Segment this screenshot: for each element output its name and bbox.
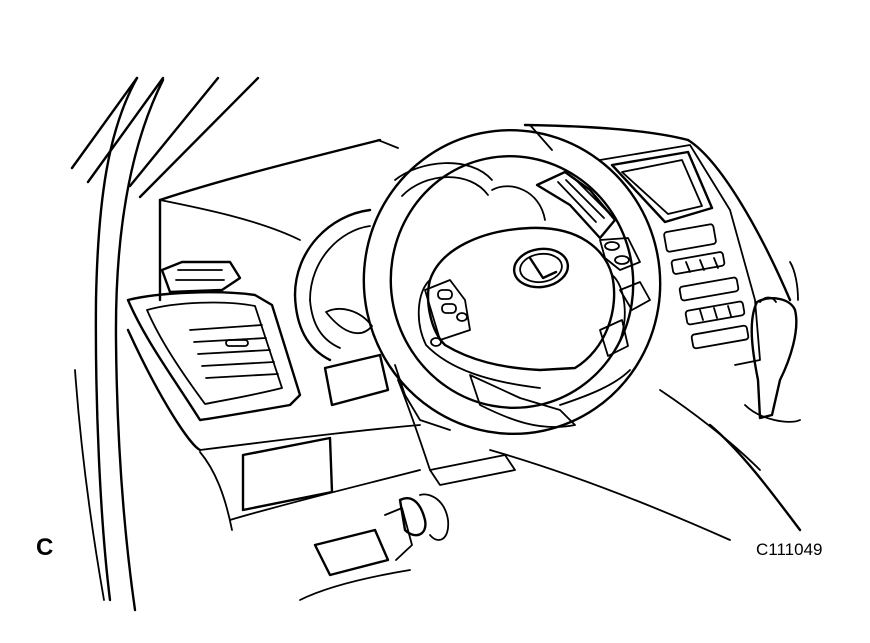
- dash-contours: [377, 124, 731, 541]
- right-spoke-buttons: [599, 281, 651, 357]
- lower-column: [299, 364, 516, 601]
- steering-wheel: [362, 128, 662, 436]
- a-pillar: [70, 76, 260, 612]
- lexus-logo-icon: [512, 247, 570, 289]
- lower-left-panel: [126, 328, 421, 531]
- instrument-cluster: [293, 162, 546, 407]
- center-stack: [599, 144, 802, 532]
- view-label: C: [36, 534, 54, 561]
- left-spoke-buttons: [424, 279, 471, 347]
- left-air-vent: [126, 260, 302, 422]
- gear-selector: [744, 261, 801, 423]
- steering-hub: [417, 226, 631, 428]
- figure-code: C111049: [756, 540, 823, 559]
- right-stalk: [535, 170, 641, 271]
- dashboard-top: [158, 123, 792, 302]
